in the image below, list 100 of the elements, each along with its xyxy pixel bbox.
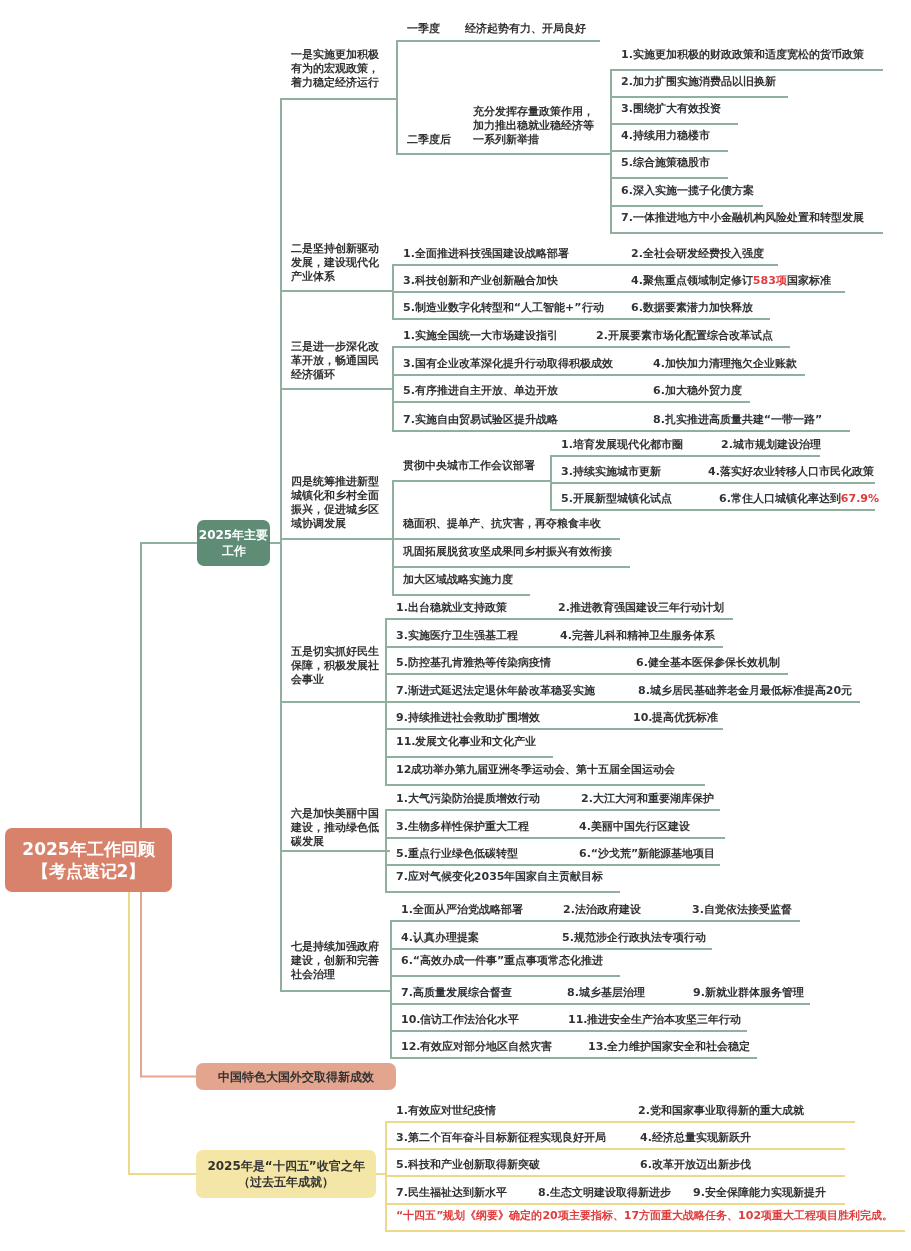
topic-text: 5.重点行业绿色低碳转型 [395,847,518,861]
topic-text: 4.经济总量实现新跃升 [639,1131,751,1145]
branch-topic [470,105,600,155]
topic-text: 6.健全基本医保参保长效机制 [635,656,780,670]
topic-text: 6.加大稳外贸力度 [652,384,742,398]
branch-topic [288,475,390,540]
topic-text: 1.全面推进科技强国建设战略部署 [402,247,569,261]
branch-topic [288,48,390,100]
branch-connector [457,153,471,155]
topic-text: 4.美丽中国先行区建设 [578,820,690,834]
topic-text: 6.常住人口城镇化率达到67.9% [718,492,879,506]
topic-text: 2025年工作回顾 [22,838,155,860]
branch-topic [398,954,620,977]
branch-connector [375,1173,394,1232]
topic-text: 8.城乡基层治理 [566,986,645,1000]
branch-connector [389,975,399,992]
branch-topic [404,133,458,155]
branch-topic [393,763,705,786]
branch-connector [389,480,401,540]
topic-text: 10.信访工作法治化水平 [400,1013,520,1027]
topic-text: 12成功举办第九届亚洲冬季运动会、第十五届全国运动会 [395,763,677,778]
topic-text: 一季度 [406,22,441,37]
topic-text: 3.自觉依法接受监督 [691,903,792,917]
topic-text: 10.提高优抚标准 [632,711,719,725]
branch-topic [618,75,788,98]
topic-text: 【考点速记2】 [31,860,146,882]
main-topic-box [196,1150,376,1198]
topic-text: 7.高质量发展综合督查 [400,986,512,1000]
topic-text: 2.法治政府建设 [562,903,641,917]
topic-text: 7.一体推进地方中小金融机构风险处置和转型发展 [620,211,865,226]
branch-connector [140,542,198,829]
topic-text: 7.民生福祉达到新水平 [395,1186,507,1200]
topic-text: 3.第二个百年奋斗目标新征程实现良好开局 [395,1131,606,1145]
topic-text: 2.推进教育强国建设三年行动计划 [557,601,724,615]
branch-connector [128,891,197,1175]
branch-topic [400,545,630,568]
branch-topic [400,517,620,540]
branch-connector [449,40,463,42]
main-topic-box [196,1063,396,1090]
topic-text: 5.开展新型城镇化试点 [560,492,672,506]
topic-text: 3.生物多样性保护重大工程 [395,820,529,834]
topic-text: 4.聚焦重点领域制定修订583项国家标准 [630,274,831,288]
branch-topic [400,459,540,482]
topic-text: 1.出台稳就业支持政策 [395,601,507,615]
central-topic-box [5,828,172,892]
topic-text: 二是坚持创新驱动发展，建设现代化产业体系 [290,242,380,285]
topic-text: 5.防控基孔肯雅热等传染病疫情 [395,656,551,670]
branch-topic [400,573,530,596]
topic-text: 稳面积、提单产、抗灾害，再夺粮食丰收 [402,517,602,532]
topic-text: 12.有效应对部分地区自然灾害 [400,1040,553,1054]
topic-text: 6.改革开放迈出新步伐 [639,1158,751,1172]
topic-text: 9.安全保障能力实现新提升 [692,1186,826,1200]
branch-connector [389,538,401,596]
topic-text: 五是切实抓好民生保障，积极发展社会事业 [290,645,380,688]
topic-text: 一是实施更加积极有为的宏观政策，着力稳定经济运行 [290,48,380,91]
topic-text: 充分发挥存量政策作用，加力推出稳就业稳经济等一系列新举措 [472,105,595,148]
topic-text: 3.实施医疗卫生强基工程 [395,629,518,643]
topic-text: 9.持续推进社会救助扩围增效 [395,711,540,725]
topic-text: “十四五”规划《纲要》确定的20项主要指标、17方面重大战略任务、102项重大工程项目胜利完成。 [395,1209,895,1224]
branch-topic [288,940,390,992]
topic-text: 3.国有企业改革深化提升行动取得积极成效 [402,357,613,371]
topic-text: 6.“高效办成一件事”重点事项常态化推进 [400,954,605,969]
branch-connector [389,264,401,292]
topic-text: 7.实施自由贸易试验区提升战略 [402,413,558,427]
topic-text: 4.完善儿科和精神卫生服务体系 [559,629,715,643]
topic-text: 1.实施更加积极的财政政策和适度宽松的货币政策 [620,48,865,63]
topic-text: 2.开展要素市场化配置综合改革试点 [595,329,773,343]
topic-text: 1.大气污染防治提质增效行动 [395,792,540,806]
topic-text: 贯彻中央城市工作会议部署 [402,459,536,474]
topic-text: 7.渐进式延迟法定退休年龄改革稳妥实施 [395,684,595,698]
branch-topic [618,48,883,71]
branch-topic [618,211,883,234]
topic-text: 3.持续实施城市更新 [560,465,661,479]
topic-text: 6.深入实施一揽子化债方案 [620,184,755,199]
main-topic-box [197,520,270,566]
branch-connector [389,374,401,390]
branch-connector [385,837,394,852]
topic-text: 4.持续用力稳楼市 [620,129,711,144]
topic-text: 七是持续加强政府建设，创新和完善社会治理 [289,940,380,983]
topic-text: 经济起势有力、开局良好 [464,22,587,37]
topic-text: 巩固拓展脱贫攻坚成果同乡村振兴有效衔接 [402,545,613,560]
topic-text: 6.“沙戈荒”新能源基地项目 [578,847,716,861]
topic-text: 5.综合施策稳股市 [620,156,711,171]
branch-connector [389,290,401,320]
topic-text: 二季度后 [406,133,452,148]
branch-connector [389,990,399,1059]
topic-text: 4.加快加力清理拖欠企业账款 [652,357,797,371]
branch-topic [404,22,450,42]
topic-text: 5.规范涉企行政执法专项行动 [561,931,706,945]
topic-text: 8.生态文明建设取得新进步 [537,1186,671,1200]
topic-text: 1.实施全国统一大市场建设指引 [402,329,558,343]
branch-connector [389,98,405,155]
topic-text: 1.全面从严治党战略部署 [400,903,523,917]
topic-text: 3.科技创新和产业创新融合加快 [402,274,558,288]
topic-text: 6.数据要素潜力加快释放 [630,301,753,315]
branch-topic [618,184,763,207]
topic-text: 3.围绕扩大有效投资 [620,102,722,117]
topic-text: 11.推进安全生产治本攻坚三年行动 [567,1013,742,1027]
topic-text: 中国特色大国外交取得新成效 [218,1068,374,1085]
topic-text: 8.城乡居民基础养老金月最低标准提高20元 [637,684,853,698]
